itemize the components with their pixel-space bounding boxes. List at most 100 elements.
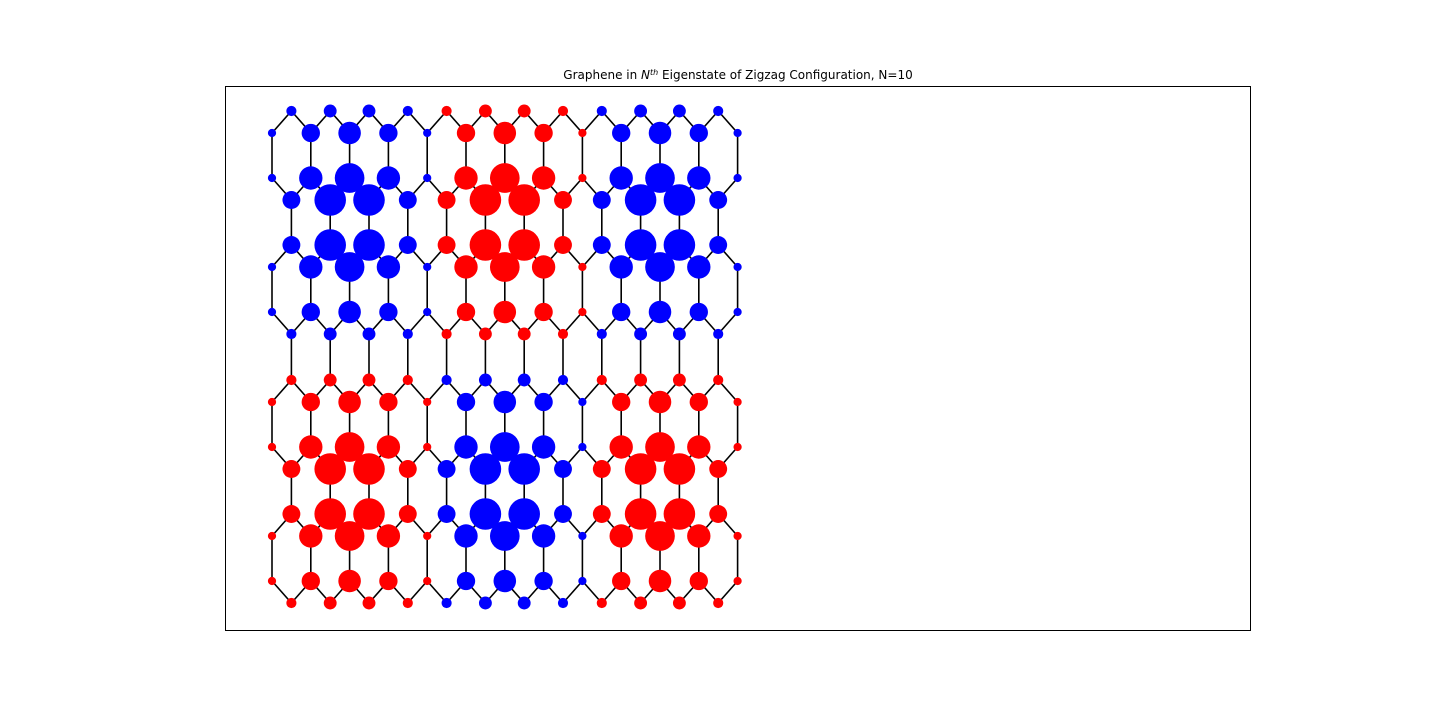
atom-site-positive (423, 397, 432, 407)
atom-site-negative (645, 252, 675, 282)
atom-site-negative (323, 327, 337, 341)
atom-site-positive (596, 597, 607, 609)
atom-site-positive (612, 392, 631, 412)
atom-site-negative (314, 229, 346, 261)
atom-site-positive (423, 576, 432, 586)
atom-site-negative (423, 307, 432, 317)
atom-site-negative (554, 460, 572, 478)
atom-site-positive (554, 191, 572, 209)
atom-site-negative (596, 105, 607, 117)
atom-site-negative (299, 255, 323, 279)
atom-site-negative (282, 191, 301, 209)
atom-site-positive (362, 596, 376, 610)
atom-site-negative (379, 302, 398, 322)
atom-site-positive (687, 524, 711, 548)
atom-site-negative (398, 236, 417, 254)
axes-frame (225, 86, 1251, 631)
atom-site-negative (267, 307, 277, 317)
atom-site-positive (379, 392, 398, 412)
atom-site-negative (596, 328, 607, 340)
atom-site-positive (612, 571, 631, 591)
atom-site-negative (733, 173, 742, 183)
atom-site-positive (454, 255, 478, 279)
atom-site-positive (578, 128, 587, 138)
atom-site-positive (299, 435, 323, 459)
atom-site-positive (554, 236, 572, 254)
atom-site-positive (299, 524, 323, 548)
atom-site-negative (286, 105, 297, 117)
atom-site-negative (362, 104, 376, 118)
title-prefix: Graphene in (563, 68, 641, 82)
atom-site-negative (557, 374, 569, 386)
atom-site-positive (454, 166, 478, 190)
atom-site-positive (402, 597, 413, 609)
atom-site-positive (398, 505, 417, 523)
atom-site-positive (624, 453, 657, 485)
atom-site-negative (645, 163, 675, 193)
atom-site-negative (456, 392, 476, 412)
atom-site-negative (733, 128, 742, 138)
atom-site-negative (379, 123, 398, 143)
atom-site-positive (689, 571, 708, 591)
atom-site-negative (733, 307, 742, 317)
atom-site-positive (592, 505, 611, 523)
atom-site-negative (398, 191, 417, 209)
atom-site-negative (353, 184, 385, 216)
atom-site-positive (478, 327, 492, 341)
atom-site-negative (362, 327, 376, 341)
atom-site-negative (334, 252, 365, 282)
atom-site-negative (557, 597, 569, 609)
atom-site-positive (534, 302, 553, 322)
atom-site-positive (609, 524, 633, 548)
atom-site-negative (713, 105, 724, 117)
atom-site-negative (592, 191, 611, 209)
atom-site-positive (733, 397, 742, 407)
atom-site-positive (323, 596, 337, 610)
atom-site-negative (672, 327, 686, 341)
atom-site-positive (493, 121, 517, 145)
atom-site-positive (596, 374, 607, 386)
atom-site-positive (733, 442, 742, 452)
atom-site-positive (645, 432, 675, 462)
atom-site-positive (592, 460, 611, 478)
atom-site-negative (402, 328, 413, 340)
atom-site-positive (286, 597, 297, 609)
atom-site-positive (441, 105, 452, 117)
atom-site-positive (648, 390, 672, 414)
atom-site-positive (687, 435, 711, 459)
atom-site-negative (454, 435, 478, 459)
atom-site-positive (267, 531, 277, 541)
atom-site-positive (663, 453, 696, 485)
atom-site-positive (493, 300, 517, 324)
atom-site-positive (672, 596, 686, 610)
atom-site-negative (423, 173, 432, 183)
atom-site-negative (508, 498, 540, 530)
atom-site-negative (517, 373, 531, 387)
atom-site-negative (687, 255, 711, 279)
atom-site-positive (314, 498, 346, 530)
atom-site-positive (689, 392, 708, 412)
atom-site-negative (454, 524, 478, 548)
atom-site-negative (517, 596, 531, 610)
atom-site-negative (286, 328, 297, 340)
atom-site-positive (478, 104, 492, 118)
atom-site-negative (592, 236, 611, 254)
atom-site-positive (423, 531, 432, 541)
atom-site-negative (314, 184, 346, 216)
atom-site-negative (441, 597, 452, 609)
atom-site-negative (376, 255, 401, 279)
title-suffix: Eigenstate of Zigzag Configuration, N=10 (658, 68, 913, 82)
atom-site-positive (517, 327, 531, 341)
atom-site-positive (376, 524, 401, 548)
atom-site-negative (489, 432, 520, 462)
atom-site-positive (379, 571, 398, 591)
atom-site-negative (338, 300, 361, 324)
atom-site-positive (314, 453, 346, 485)
atom-site-positive (423, 442, 432, 452)
atom-site-negative (648, 121, 672, 145)
atom-site-negative (301, 302, 320, 322)
atom-site-negative (612, 302, 631, 322)
atom-site-negative (663, 229, 696, 261)
atom-site-negative (441, 374, 452, 386)
